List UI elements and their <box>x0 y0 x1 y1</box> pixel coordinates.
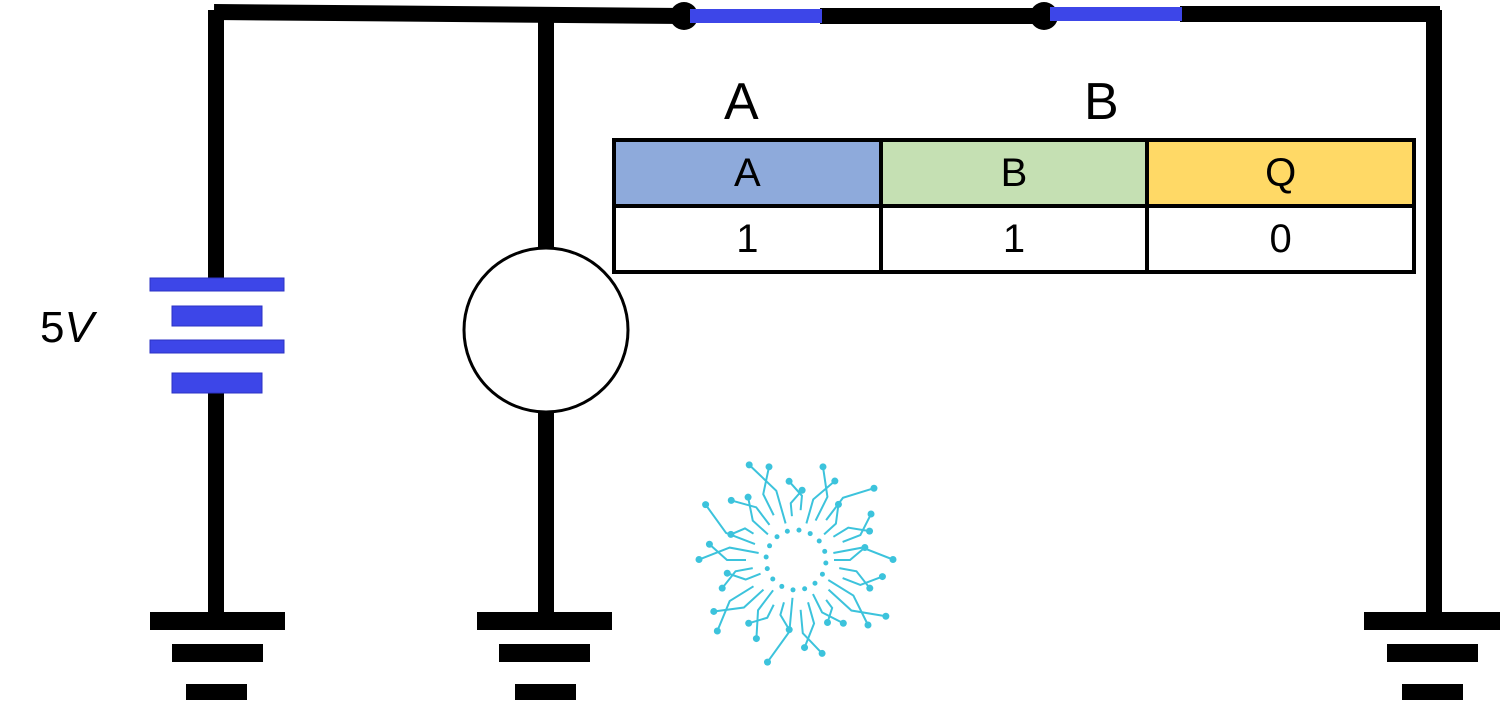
switch-b[interactable] <box>1030 2 1182 30</box>
battery-icon <box>149 277 285 394</box>
lamp-icon <box>462 246 630 414</box>
switch-a-label: A <box>724 73 759 131</box>
switch-b-contact[interactable] <box>1050 7 1182 21</box>
ground-icon <box>1364 612 1500 700</box>
value-cell-b: 1 <box>878 204 1150 274</box>
top-wire <box>213 4 1440 24</box>
ground-icon <box>477 612 612 700</box>
ground-icon <box>150 612 285 700</box>
value-cell-q: 0 <box>1145 204 1416 274</box>
voltage-unit: V <box>64 303 94 352</box>
battery-voltage-label: 5V <box>40 306 94 350</box>
voltage-number: 5 <box>40 303 65 352</box>
switch-b-label: B <box>1084 73 1119 131</box>
circuit-logo-icon <box>695 461 897 666</box>
truth-table-row: 1 1 0 <box>612 204 1416 274</box>
value-cell-a: 1 <box>612 204 883 274</box>
header-cell-q: Q <box>1145 138 1416 208</box>
switch-a-contact[interactable] <box>690 9 822 23</box>
truth-table-header-row: A B Q <box>612 138 1416 208</box>
header-cell-b: B <box>878 138 1150 208</box>
switch-a[interactable] <box>670 2 822 30</box>
truth-table: A B Q 1 1 0 <box>612 138 1416 274</box>
header-cell-a: A <box>612 138 883 208</box>
